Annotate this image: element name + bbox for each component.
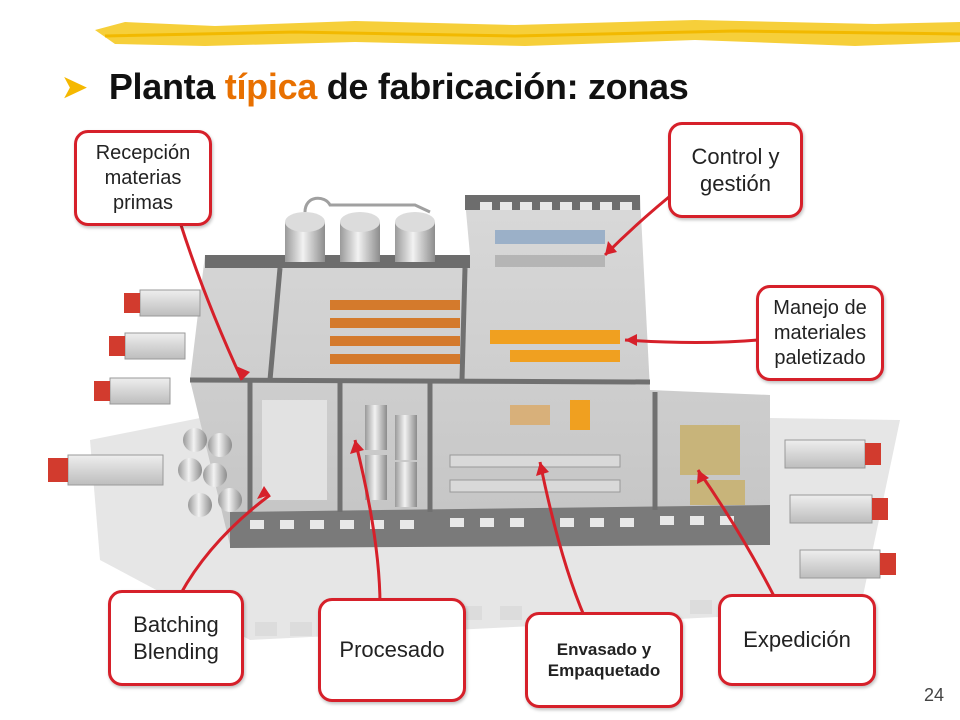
page-number: 24 (923, 685, 944, 705)
warehouse-racks (330, 300, 460, 364)
callout-batching-blending: Batching Blending (108, 590, 244, 686)
silos (285, 196, 435, 262)
callout-control-gestion: Control y gestión (668, 122, 803, 218)
callout-envasado-empaquetado: Envasado y Empaquetado (525, 612, 683, 708)
callout-expedicion: Expedición (718, 594, 876, 686)
slide-title: ➤ Planta típica de fabricación: zonas (62, 66, 689, 108)
callout-arrowheads (236, 241, 709, 499)
packaging-lines (449, 400, 621, 493)
callout-manejo-materiales-paletizado: Manejo de materiales paletizado (756, 285, 884, 381)
trucks-right (784, 439, 896, 579)
callout-recepcion-materias-primas: Recepción materias primas (74, 130, 212, 226)
trucks-left (48, 289, 201, 486)
bullet-arrow-icon: ➤ (62, 71, 87, 104)
processing-tanks (365, 405, 417, 507)
decorative-highlight-stroke (95, 20, 960, 46)
title-suffix: de fabricación: zonas (317, 66, 689, 107)
palletizing-conveyor (490, 330, 620, 362)
title-prefix: Planta (108, 66, 225, 107)
title-accent: típica (224, 66, 318, 107)
callout-procesado: Procesado (318, 598, 466, 702)
control-room-desks (495, 230, 605, 267)
batching-tanks (178, 400, 327, 517)
